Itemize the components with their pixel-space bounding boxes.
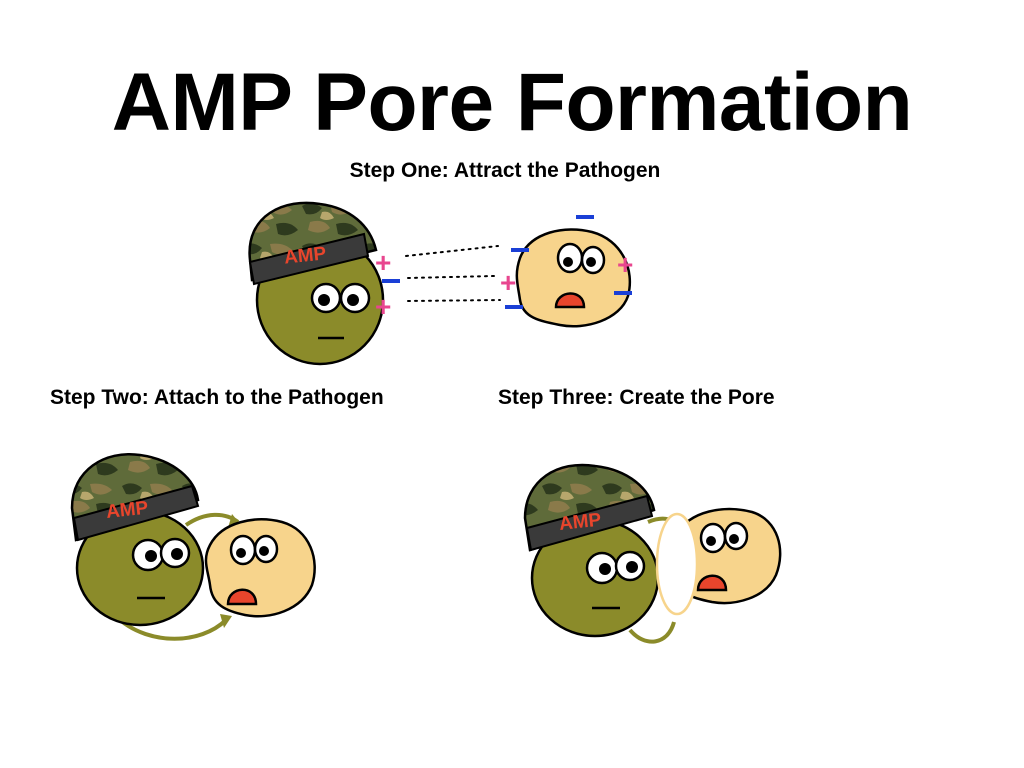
step-three-heading: Step Three: Create the Pore — [498, 386, 775, 409]
amp-minus-charge — [382, 279, 400, 283]
pathogen-plus-charge: + — [500, 267, 516, 298]
step-two-heading: Step Two: Attach to the Pathogen — [50, 386, 384, 409]
pathogen-mouth — [696, 574, 728, 592]
pathogen-minus-charge — [576, 215, 594, 219]
amp-label: AMP — [283, 243, 328, 268]
amp-plus-charge: + — [375, 247, 391, 278]
pathogen-minus-charge — [505, 305, 523, 309]
amp-label: AMP — [105, 498, 150, 523]
amp-character: AMP — [523, 463, 660, 638]
amp-helmet-band — [72, 484, 200, 542]
pathogen-plus-charge: + — [617, 249, 633, 280]
attach-arrow-bottom — [118, 618, 228, 641]
pore-opening — [655, 512, 699, 616]
pathogen-mouth — [554, 292, 586, 309]
amp-plus-charge: + — [375, 291, 391, 322]
amp-helmet-band — [525, 494, 654, 552]
pathogen-body — [204, 518, 316, 618]
pathogen-eyes — [556, 242, 606, 275]
slide-title: AMP Pore Formation — [111, 57, 913, 148]
step-one-heading: Step One: Attract the Pathogen — [349, 159, 661, 182]
pathogen-character — [204, 518, 316, 618]
pathogen-character — [515, 228, 632, 328]
pathogen-character — [670, 507, 782, 605]
pathogen-minus-charge — [511, 248, 529, 252]
amp-helmet-band — [248, 232, 370, 286]
amp-character: AMP — [70, 453, 205, 627]
step-three-scene: AMP — [523, 463, 782, 644]
amp-eyes — [310, 282, 371, 314]
pore-arrow — [628, 621, 676, 644]
amp-label: AMP — [558, 510, 603, 535]
pathogen-minus-charge — [614, 291, 632, 295]
amp-eyes — [131, 537, 191, 572]
pathogen-mouth — [226, 588, 258, 606]
pathogen-eyes — [699, 521, 749, 554]
attraction-lines — [405, 245, 501, 302]
step-one-scene: AMP + + — [248, 201, 633, 366]
step-two-scene: AMP — [70, 453, 316, 641]
amp-character: AMP — [248, 201, 385, 366]
pathogen-eyes — [229, 534, 279, 566]
arrowhead — [220, 614, 232, 628]
amp-eyes — [585, 550, 646, 585]
